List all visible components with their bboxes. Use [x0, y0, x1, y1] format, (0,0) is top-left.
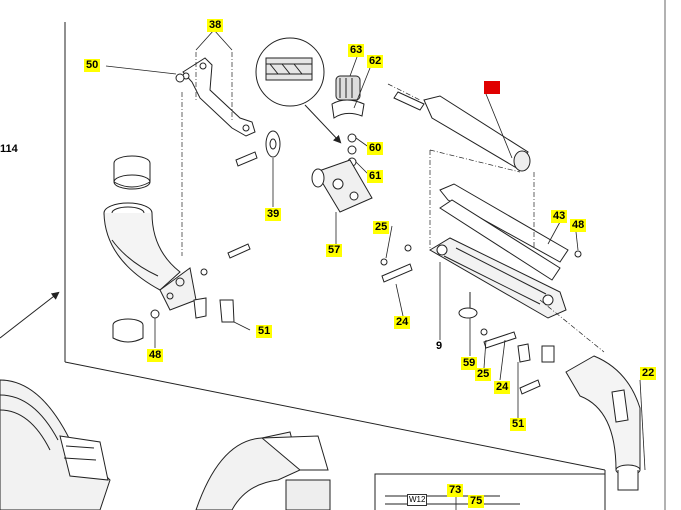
callout-25-lower[interactable]: 25: [475, 368, 492, 381]
callout-25-upper[interactable]: 25: [373, 221, 390, 234]
callout-24-lower[interactable]: 24: [494, 381, 511, 394]
callout-9[interactable]: 9: [436, 340, 443, 352]
callout-32-highlighted[interactable]: 32: [484, 81, 501, 94]
callout-73[interactable]: 73: [447, 484, 464, 497]
callout-60[interactable]: 60: [367, 142, 384, 155]
callout-51-right[interactable]: 51: [510, 418, 527, 431]
valve-parts: [311, 75, 373, 213]
callout-51-left[interactable]: 51: [256, 325, 273, 338]
callout-39[interactable]: 39: [265, 208, 282, 221]
callout-24-upper[interactable]: 24: [394, 316, 411, 329]
callout-63[interactable]: 63: [348, 44, 365, 57]
detail-magnifier: [255, 37, 342, 144]
left-elbow-assembly: [103, 155, 251, 343]
callout-43[interactable]: 43: [551, 210, 568, 223]
right-elbow: [565, 355, 641, 491]
callout-48-left[interactable]: 48: [147, 349, 164, 362]
callout-61[interactable]: 61: [367, 170, 384, 183]
shaft: [393, 91, 531, 172]
callout-48-right[interactable]: 48: [570, 219, 587, 232]
callout-50[interactable]: 50: [84, 59, 101, 72]
callout-22[interactable]: 22: [640, 367, 657, 380]
bottom-center-pipe: [195, 431, 331, 510]
lever-arm: [175, 57, 281, 167]
callout-62[interactable]: 62: [367, 55, 384, 68]
leader-lines: [105, 29, 646, 510]
callout-114[interactable]: 114: [0, 143, 18, 155]
callout-38[interactable]: 38: [207, 19, 224, 32]
linkage-assembly: [380, 183, 582, 395]
callout-59[interactable]: 59: [461, 357, 478, 370]
bottom-left-pipe: [0, 379, 111, 510]
centerlines: [181, 52, 605, 353]
box-label: W12: [407, 494, 428, 506]
callout-75[interactable]: 75: [468, 495, 485, 508]
callout-57[interactable]: 57: [326, 244, 343, 257]
